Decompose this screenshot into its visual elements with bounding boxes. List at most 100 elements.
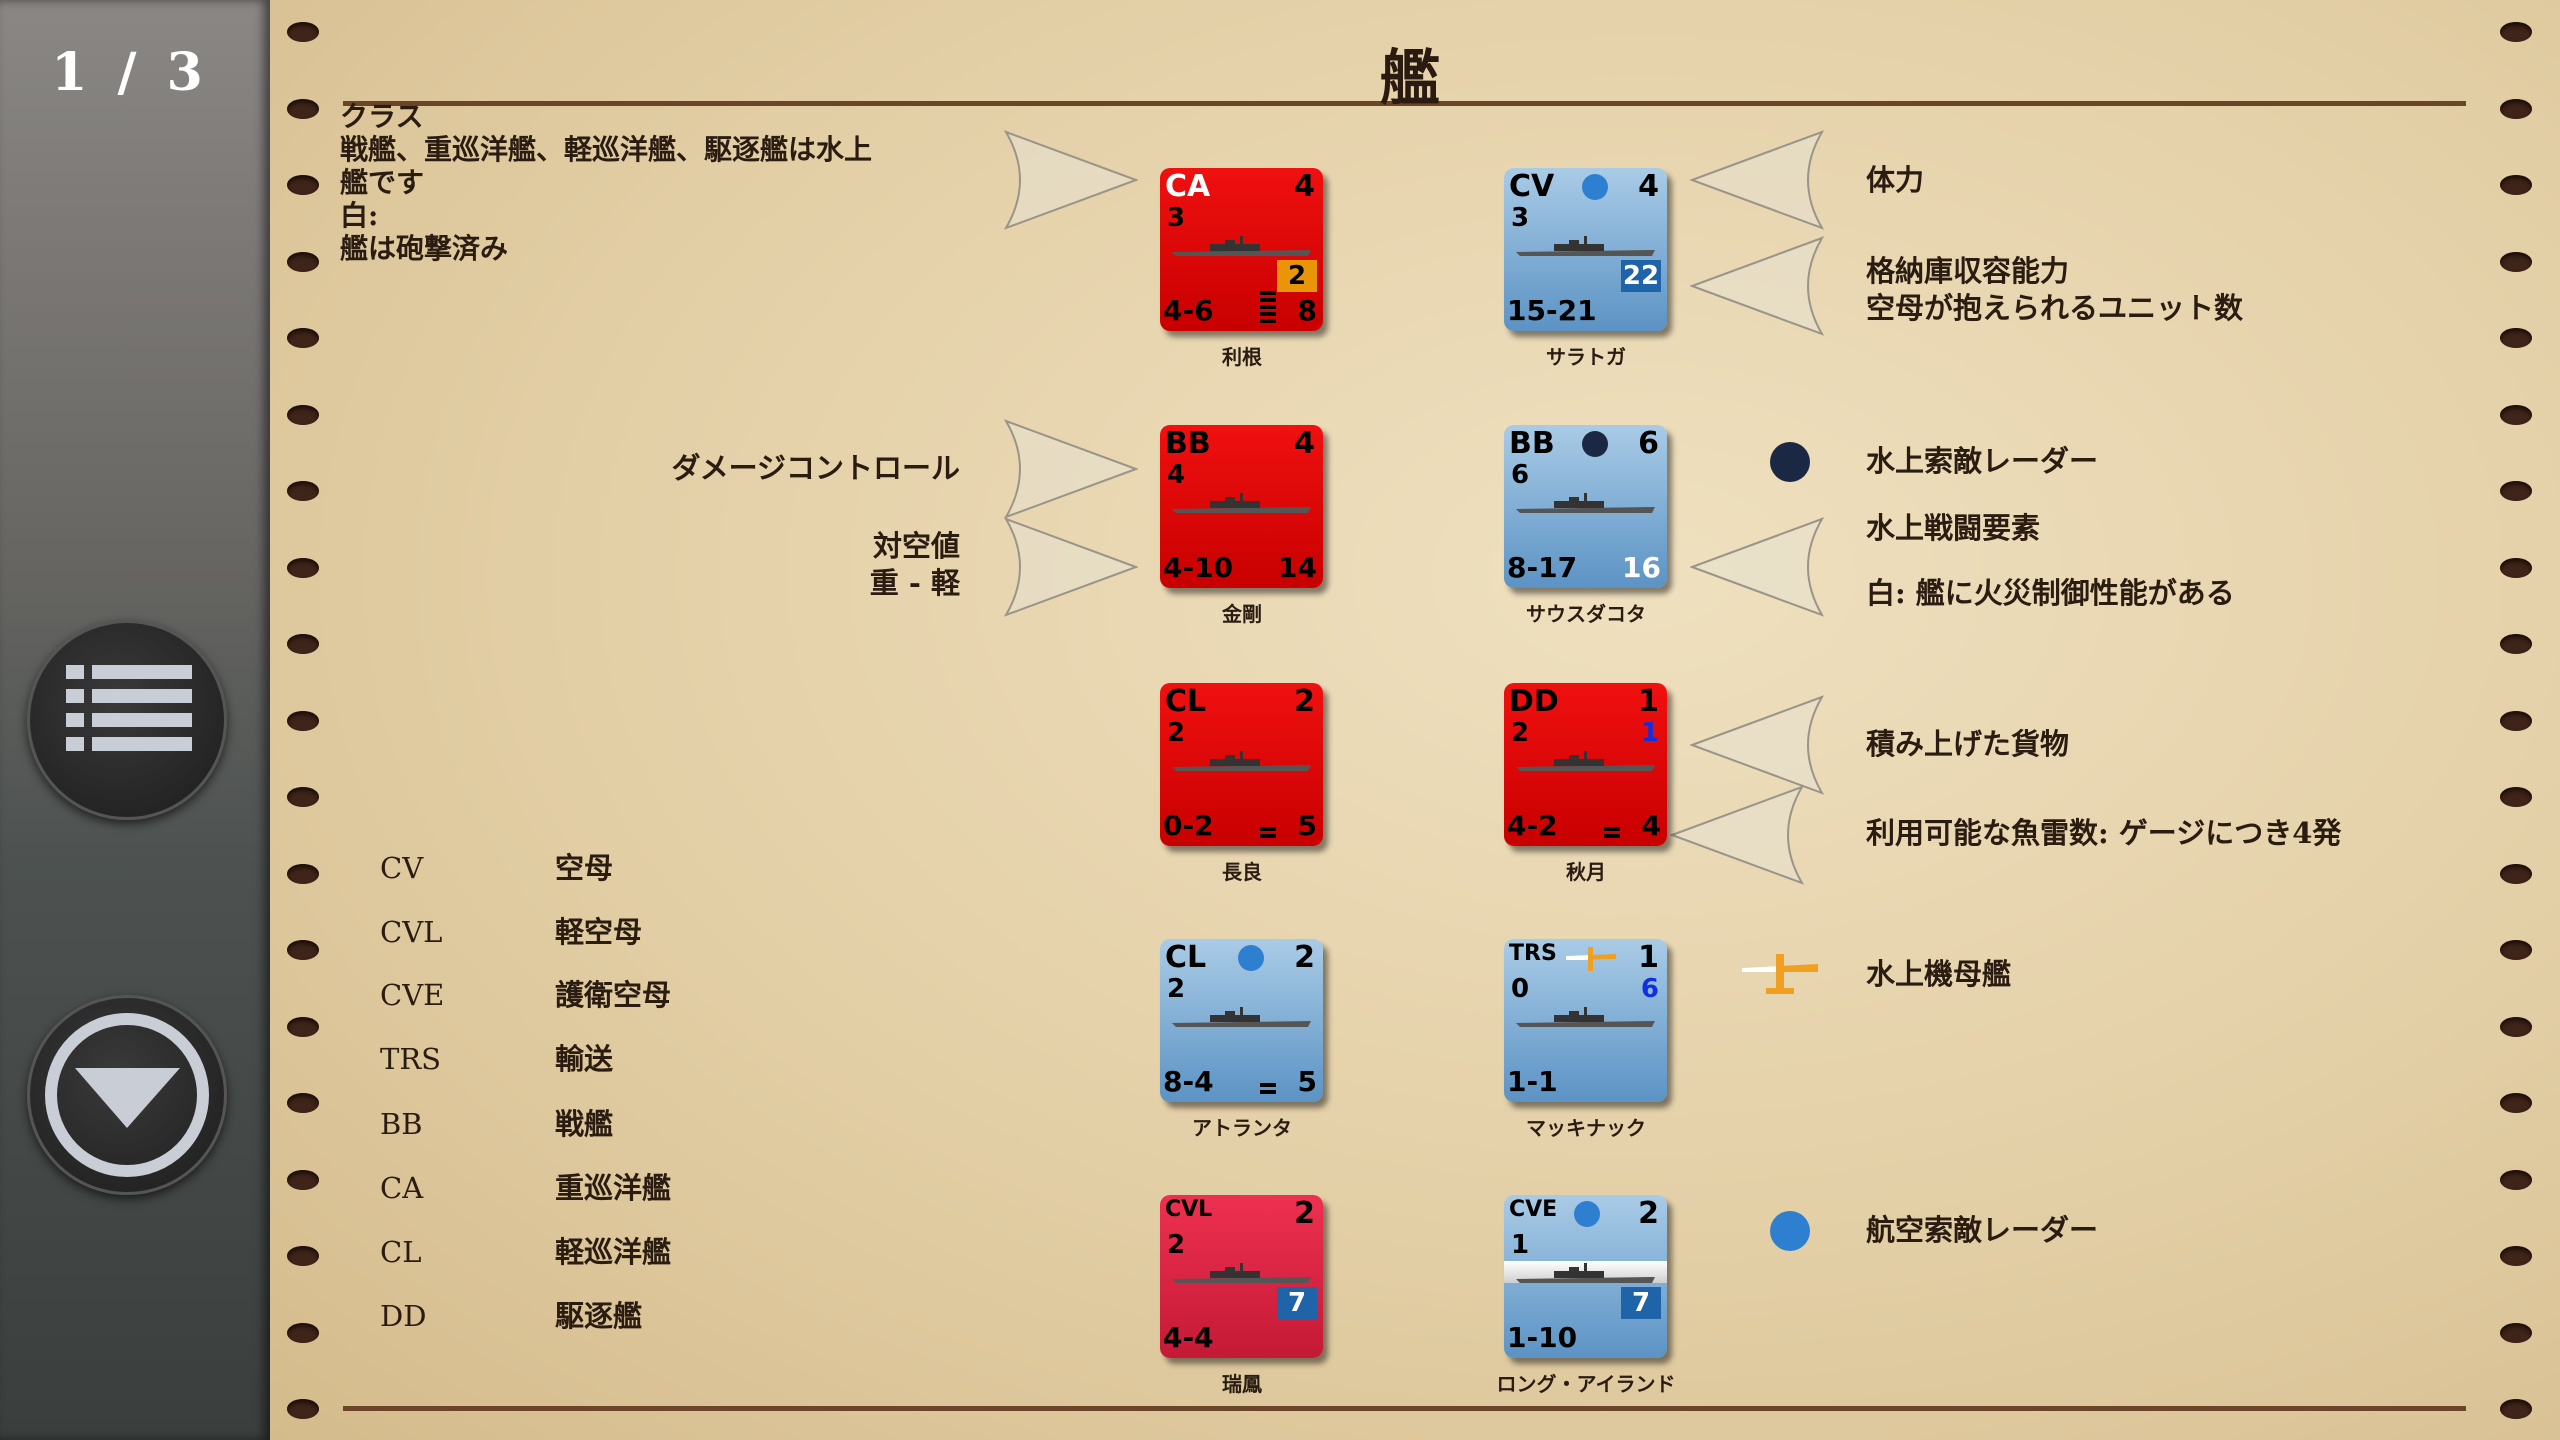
ship-name: 瑞鳳 — [1222, 1372, 1262, 1396]
counter-attack: 4-4 — [1163, 1321, 1214, 1354]
counter-aa: 4 — [1641, 809, 1661, 842]
menu-button[interactable] — [27, 620, 227, 820]
next-page-button[interactable] — [27, 995, 227, 1195]
ship-name: ロング・アイランド — [1496, 1372, 1676, 1396]
counter-hp: 4 — [1638, 169, 1659, 204]
seaplane-icon — [1742, 954, 1818, 994]
counter-attack: 4-2 — [1507, 809, 1558, 842]
binder-hole — [2500, 1322, 2532, 1343]
counter-hp: 2 — [1294, 1196, 1315, 1231]
ship-name: マッキナック — [1526, 1116, 1646, 1140]
seaplane-tender-label: 水上機母艦 — [1866, 957, 2012, 991]
class-abbr: DD — [380, 1299, 427, 1333]
class-name: 戦艦 — [555, 1107, 614, 1141]
class-abbr: CVL — [380, 915, 443, 949]
counter-defense: 2 — [1167, 718, 1186, 748]
hangar-badge: 22 — [1621, 260, 1661, 292]
binder-hole — [2500, 1399, 2532, 1419]
counter-type: CL — [1165, 684, 1207, 719]
counter-hp: 4 — [1294, 169, 1315, 204]
counter-attack: 4-10 — [1163, 551, 1234, 584]
torpedo-gauge-bar — [1260, 291, 1276, 295]
counter-attack: 1-1 — [1507, 1065, 1558, 1098]
counter-type: CA — [1165, 169, 1211, 204]
class-name: 重巡洋艦 — [555, 1171, 672, 1205]
counter-attack: 0-2 — [1163, 809, 1214, 842]
torpedo-gauge-bar — [1260, 298, 1276, 302]
list-icon — [66, 665, 192, 751]
air-radar-label: 航空索敵レーダー — [1866, 1213, 2099, 1247]
torpedo-gauge-bar — [1260, 827, 1276, 831]
pointer-arrow-icon — [1004, 517, 1138, 617]
torpedo-gauge-bar — [1604, 827, 1620, 831]
binder-hole — [287, 940, 319, 960]
binder-hole — [287, 557, 319, 578]
class-abbr: CV — [380, 851, 424, 885]
torpedo-gauge-bar — [1260, 1090, 1276, 1094]
intro-line: 艦は砲撃済み — [340, 232, 509, 265]
binder-hole — [287, 22, 319, 42]
hangar-sub-label: 空母が抱えられるユニット数 — [1866, 291, 2244, 325]
pointer-arrow-icon — [1004, 419, 1138, 519]
counter-defense: 4 — [1167, 460, 1186, 490]
bottom-rule — [343, 1406, 2466, 1411]
binder-hole — [2500, 404, 2532, 425]
ship-name: 利根 — [1222, 345, 1262, 369]
counter-aa: 8 — [1297, 294, 1317, 327]
binder-hole — [287, 863, 319, 884]
counter-hp: 2 — [1638, 1196, 1659, 1231]
binder-hole — [2500, 481, 2532, 501]
ship-name: 金剛 — [1222, 602, 1262, 626]
torpedo-gauge-bar — [1604, 834, 1620, 838]
binder-hole — [2500, 1246, 2532, 1266]
counter-defense: 1 — [1511, 1230, 1530, 1260]
torpedo-gauge-bar — [1260, 305, 1276, 309]
air-radar-icon — [1238, 945, 1264, 971]
binder-hole — [287, 404, 319, 425]
binder-hole — [2500, 1016, 2532, 1037]
intro-text: クラス 戦艦、重巡洋艦、軽巡洋艦、駆逐艦は水上 艦です 白: 艦は砲撃済み — [340, 100, 872, 265]
surface-radar-label: 水上索敵レーダー — [1866, 444, 2099, 478]
counter-hp: 2 — [1294, 940, 1315, 975]
class-abbr: BB — [380, 1107, 423, 1141]
hangar-badge: 7 — [1621, 1287, 1661, 1319]
binder-hole — [2500, 328, 2532, 348]
counter-cargo: 6 — [1640, 974, 1659, 1004]
counter-hp: 1 — [1638, 684, 1659, 719]
binder-hole — [287, 710, 319, 731]
binder-hole — [287, 98, 319, 119]
binder-hole — [287, 1399, 319, 1419]
counter-aa: 14 — [1278, 551, 1317, 584]
torpedo-gauge-bar — [1260, 834, 1276, 838]
ship-silhouette-icon — [1170, 236, 1313, 258]
torpedoes-label: 利用可能な魚雷数: ゲージにつき4発 — [1866, 816, 2342, 850]
binder-hole — [2500, 863, 2532, 884]
page-indicator: 1 / 3 — [51, 42, 209, 103]
surface-radar-icon — [1770, 442, 1810, 482]
ship-name: 長良 — [1222, 860, 1262, 884]
binder-hole — [287, 328, 319, 348]
hangar-badge: 7 — [1277, 1287, 1317, 1319]
hp-label: 体力 — [1866, 163, 1925, 197]
class-abbr: CA — [380, 1171, 424, 1205]
counter-attack: 8-17 — [1507, 551, 1578, 584]
binder-hole — [2500, 251, 2532, 272]
ship-silhouette-icon — [1514, 493, 1657, 515]
hangar-badge: 2 — [1277, 260, 1317, 292]
counter-attack: 8-4 — [1163, 1065, 1214, 1098]
counter-aa: 5 — [1297, 1065, 1317, 1098]
class-abbr: CVE — [380, 978, 445, 1012]
ship-silhouette-icon — [1170, 493, 1313, 515]
surface-combat-label: 水上戦闘要素 — [1866, 511, 2041, 545]
counter-defense: 2 — [1511, 718, 1530, 748]
